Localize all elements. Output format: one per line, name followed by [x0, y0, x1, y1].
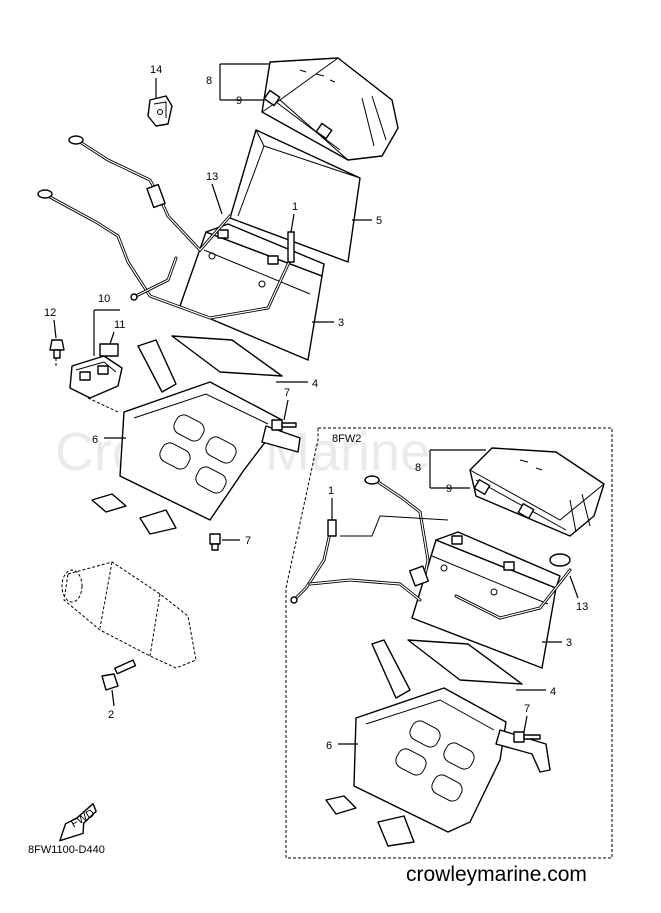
callout-3-sub: 3	[566, 637, 572, 649]
website-text[interactable]: crowleymarine.com	[406, 863, 587, 886]
callout-14: 14	[150, 64, 162, 76]
sub-assembly-8fw2-box: 8FW2	[285, 427, 613, 859]
battery-mat-4-sub[interactable]	[407, 639, 523, 685]
callout-13-sub: 13	[576, 601, 588, 613]
callout-9: 9	[236, 95, 242, 107]
fuse-leader-dashes	[55, 358, 119, 413]
fuse-11[interactable]	[99, 343, 119, 357]
battery-bracket-6[interactable]	[91, 339, 301, 535]
callout-3: 3	[338, 317, 344, 329]
callout-4-sub: 4	[550, 686, 556, 698]
diagram-code: 8FW1100-D440	[28, 844, 105, 856]
battery-cables-main[interactable]	[37, 135, 295, 320]
callout-7a: 7	[284, 387, 290, 399]
callout-1-sub: 1	[328, 485, 334, 497]
battery-mat-4[interactable]	[171, 335, 283, 377]
battery-3-sub[interactable]	[411, 531, 561, 669]
battery-3[interactable]	[179, 223, 325, 361]
battery-cables-sub[interactable]	[290, 475, 572, 620]
sub-assembly-label: 8FW2	[332, 433, 361, 445]
bolt-7a[interactable]	[271, 419, 297, 431]
screw-12[interactable]	[49, 339, 65, 359]
callout-7b: 7	[245, 535, 251, 547]
callout-6-sub: 6	[326, 740, 332, 752]
callout-7-sub: 7	[524, 703, 530, 715]
callout-11: 11	[114, 319, 125, 331]
callout-5: 5	[376, 215, 382, 227]
callouts-main: 8 9 14 13 1 5 3 4 10 11 12 7 6 7 2	[44, 63, 382, 721]
fuse-holder-10[interactable]	[69, 355, 123, 399]
bolt-2[interactable]	[101, 659, 137, 691]
battery-cover-main[interactable]	[261, 57, 399, 161]
callout-12: 12	[44, 307, 56, 319]
callout-6: 6	[92, 434, 98, 446]
callout-9-sub: 9	[446, 483, 452, 495]
battery-cover-sub[interactable]	[469, 447, 605, 537]
callout-1: 1	[292, 201, 298, 213]
callouts-sub: 8 9 1 13 3 4 7 6	[326, 449, 588, 752]
fwd-arrow-icon: FWD	[59, 802, 97, 842]
battery-bracket-6-sub[interactable]	[325, 639, 551, 847]
clip-bracket-14[interactable]	[147, 95, 173, 127]
bolt-7-sub[interactable]	[513, 731, 541, 743]
callout-8: 8	[206, 75, 212, 87]
callout-2: 2	[108, 709, 114, 721]
callout-8-sub: 8	[415, 462, 421, 474]
battery-case-5[interactable]	[229, 129, 361, 263]
callout-10: 10	[98, 293, 110, 305]
callout-4: 4	[312, 378, 318, 390]
callout-13: 13	[206, 171, 218, 183]
starter-motor-ghost	[61, 561, 197, 669]
bolt-7b[interactable]	[209, 533, 221, 551]
